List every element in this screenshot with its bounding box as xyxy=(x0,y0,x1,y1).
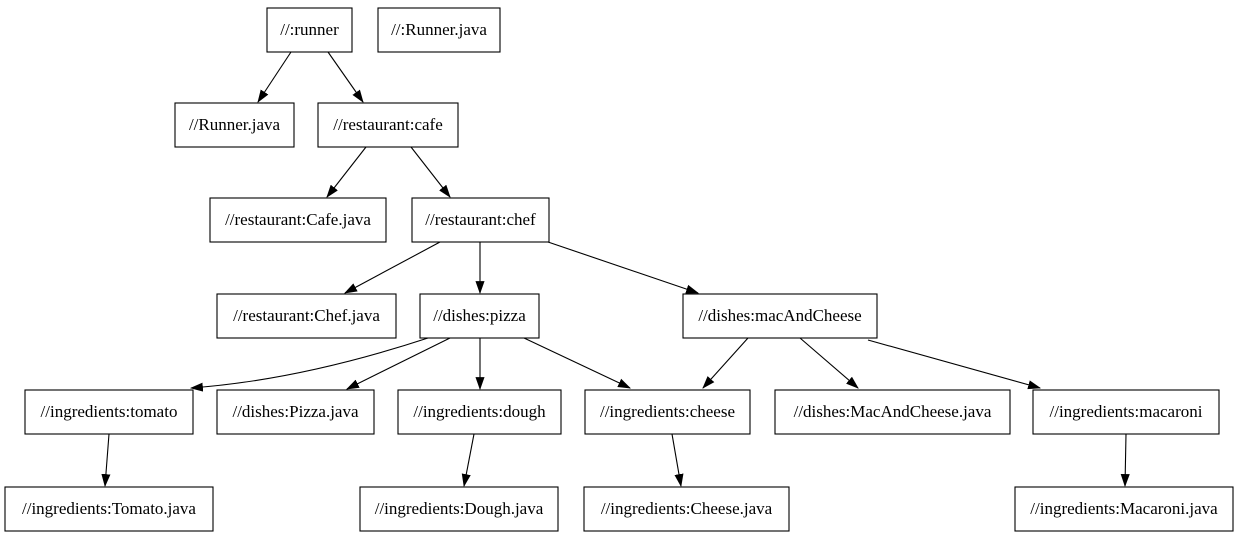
edge-restaurant-cafe-to-restaurant-cafe-java xyxy=(326,146,367,198)
node-dishes-pizza-java: //dishes:Pizza.java xyxy=(216,389,375,435)
edge-restaurant-chef-to-dishes-macandcheese xyxy=(547,241,700,294)
node-box-dishes-macandcheese-java xyxy=(774,389,1011,435)
node-box-dishes-macandcheese xyxy=(682,293,878,339)
node-box-ingredients-cheese-java xyxy=(583,486,790,532)
node-ingredients-macaroni-java: //ingredients:Macaroni.java xyxy=(1014,486,1234,532)
node-runner-java-isolated: //:Runner.java xyxy=(377,7,501,53)
node-restaurant-cafe: //restaurant:cafe xyxy=(317,102,459,148)
node-ingredients-dough-java: //ingredients:Dough.java xyxy=(359,486,559,532)
node-dishes-macandcheese: //dishes:macAndCheese xyxy=(682,293,878,339)
edge-ingredients-tomato-to-ingredients-tomato-java xyxy=(101,433,111,488)
edge-dishes-pizza-to-dishes-pizza-java xyxy=(346,337,451,390)
node-box-dishes-pizza xyxy=(419,293,540,339)
node-label-ingredients-dough-java: //ingredients:Dough.java xyxy=(375,499,544,518)
node-ingredients-tomato-java: //ingredients:Tomato.java xyxy=(4,486,214,532)
node-box-ingredients-tomato-java xyxy=(4,486,214,532)
edge-runner-to-restaurant-cafe xyxy=(327,51,364,103)
node-label-dishes-macandcheese: //dishes:macAndCheese xyxy=(698,306,861,325)
node-label-ingredients-macaroni-java: //ingredients:Macaroni.java xyxy=(1030,499,1218,518)
edge-dishes-macandcheese-to-dishes-macandcheese-java xyxy=(799,337,859,389)
node-restaurant-cafe-java: //restaurant:Cafe.java xyxy=(209,197,387,243)
node-label-restaurant-cafe-java: //restaurant:Cafe.java xyxy=(225,210,371,229)
node-restaurant-chef-java: //restaurant:Chef.java xyxy=(216,293,397,339)
node-runner: //:runner xyxy=(266,7,353,53)
edge-ingredients-cheese-to-ingredients-cheese-java xyxy=(671,433,684,488)
edge-restaurant-cafe-to-restaurant-chef xyxy=(410,146,451,198)
node-label-ingredients-cheese-java: //ingredients:Cheese.java xyxy=(601,499,773,518)
node-label-restaurant-chef-java: //restaurant:Chef.java xyxy=(233,306,380,325)
node-label-dishes-macandcheese-java: //dishes:MacAndCheese.java xyxy=(794,402,992,421)
node-box-restaurant-chef-java xyxy=(216,293,397,339)
node-box-ingredients-macaroni xyxy=(1032,389,1220,435)
node-box-runner-java xyxy=(174,102,295,148)
node-box-runner xyxy=(266,7,353,53)
node-restaurant-chef: //restaurant:chef xyxy=(411,197,550,243)
node-box-restaurant-chef xyxy=(411,197,550,243)
node-label-restaurant-cafe: //restaurant:cafe xyxy=(333,115,443,134)
node-box-runner-java-isolated xyxy=(377,7,501,53)
node-label-runner-java-isolated: //:Runner.java xyxy=(391,20,487,39)
edge-restaurant-chef-to-restaurant-chef-java xyxy=(344,241,441,294)
edge-dishes-macandcheese-to-ingredients-macaroni xyxy=(867,339,1042,390)
node-label-ingredients-tomato-java: //ingredients:Tomato.java xyxy=(22,499,196,518)
node-label-ingredients-dough: //ingredients:dough xyxy=(413,402,546,421)
edge-ingredients-dough-to-ingredients-dough-java xyxy=(461,433,475,488)
edges-layer xyxy=(101,51,1130,488)
node-box-ingredients-macaroni-java xyxy=(1014,486,1234,532)
edge-dishes-macandcheese-to-ingredients-cheese xyxy=(702,337,749,389)
node-box-ingredients-tomato xyxy=(24,389,194,435)
node-box-ingredients-cheese xyxy=(584,389,751,435)
node-box-dishes-pizza-java xyxy=(216,389,375,435)
node-box-restaurant-cafe xyxy=(317,102,459,148)
edge-dishes-pizza-to-ingredients-cheese xyxy=(523,337,631,389)
node-ingredients-cheese-java: //ingredients:Cheese.java xyxy=(583,486,790,532)
node-box-ingredients-dough xyxy=(397,389,562,435)
node-runner-java: //Runner.java xyxy=(174,102,295,148)
node-dishes-macandcheese-java: //dishes:MacAndCheese.java xyxy=(774,389,1011,435)
node-label-ingredients-cheese: //ingredients:cheese xyxy=(600,402,735,421)
node-label-ingredients-tomato: //ingredients:tomato xyxy=(41,402,178,421)
node-ingredients-macaroni: //ingredients:macaroni xyxy=(1032,389,1220,435)
nodes-layer: //:runner //:Runner.java //Runner.java //re… xyxy=(4,7,1234,532)
node-ingredients-cheese: //ingredients:cheese xyxy=(584,389,751,435)
node-box-ingredients-dough-java xyxy=(359,486,559,532)
node-box-restaurant-cafe-java xyxy=(209,197,387,243)
node-ingredients-tomato: //ingredients:tomato xyxy=(24,389,194,435)
node-label-restaurant-chef: //restaurant:chef xyxy=(425,210,536,229)
node-label-runner-java: //Runner.java xyxy=(189,115,281,134)
node-ingredients-dough: //ingredients:dough xyxy=(397,389,562,435)
edge-dishes-pizza-to-ingredients-tomato xyxy=(189,337,429,392)
node-label-runner: //:runner xyxy=(280,20,339,39)
node-label-dishes-pizza-java: //dishes:Pizza.java xyxy=(232,402,359,421)
node-label-ingredients-macaroni: //ingredients:macaroni xyxy=(1050,402,1203,421)
edge-ingredients-macaroni-to-ingredients-macaroni-java xyxy=(1120,433,1130,488)
node-dishes-pizza: //dishes:pizza xyxy=(419,293,540,339)
edge-runner-to-runner-java xyxy=(257,51,292,103)
node-label-dishes-pizza: //dishes:pizza xyxy=(433,306,526,325)
